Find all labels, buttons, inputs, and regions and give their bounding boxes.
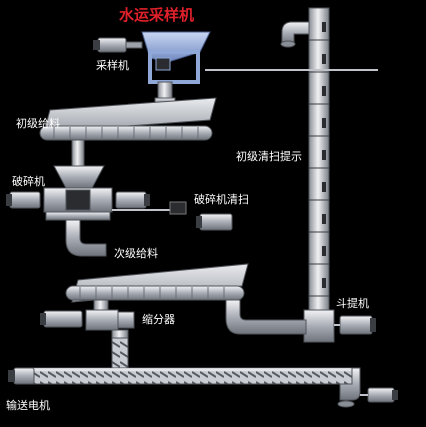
bottom-screw-conveyor (29, 367, 361, 408)
sampler-motor-icon (93, 37, 143, 53)
crusher-clean-motor-icon (169, 201, 233, 231)
bucket-elevator (303, 7, 335, 343)
label-sampler: 采样机 (96, 59, 129, 72)
diagram-title: 水运采样机 (119, 6, 195, 24)
elevator-top-elbow (280, 21, 310, 48)
label-crusher-clean: 破碎机清扫 (194, 193, 249, 206)
label-divider: 缩分器 (142, 313, 175, 326)
secondary-feeder-belt (65, 263, 249, 303)
crusher-unit (43, 165, 113, 221)
primary-chute (71, 139, 85, 167)
divider-unit (85, 299, 135, 339)
label-secondary-feeder: 次级给料 (114, 247, 158, 260)
label-crusher: 破碎机 (12, 175, 45, 188)
conveyor-motor-icon (8, 367, 35, 385)
primary-feeder-belt (39, 97, 217, 141)
crusher-motor-right-icon (115, 191, 150, 209)
crusher-discharge-elbow (65, 219, 107, 257)
label-primary-clean-lift: 初级清扫提示 (236, 150, 302, 163)
crusher-motor-left-icon (6, 191, 41, 209)
transfer-pipe (225, 299, 307, 335)
end-motor-icon (360, 387, 398, 403)
hopper-icon (53, 165, 105, 189)
spiral-conveyor-icon (111, 337, 129, 369)
label-conveyor-motor: 输送电机 (6, 399, 50, 412)
elevator-motor-icon (334, 315, 376, 335)
divider-motor-icon (40, 310, 83, 328)
label-bucket-elevator: 斗提机 (336, 297, 369, 310)
label-primary-feeder: 初级给料 (16, 117, 60, 130)
sampler-unit (141, 31, 211, 105)
